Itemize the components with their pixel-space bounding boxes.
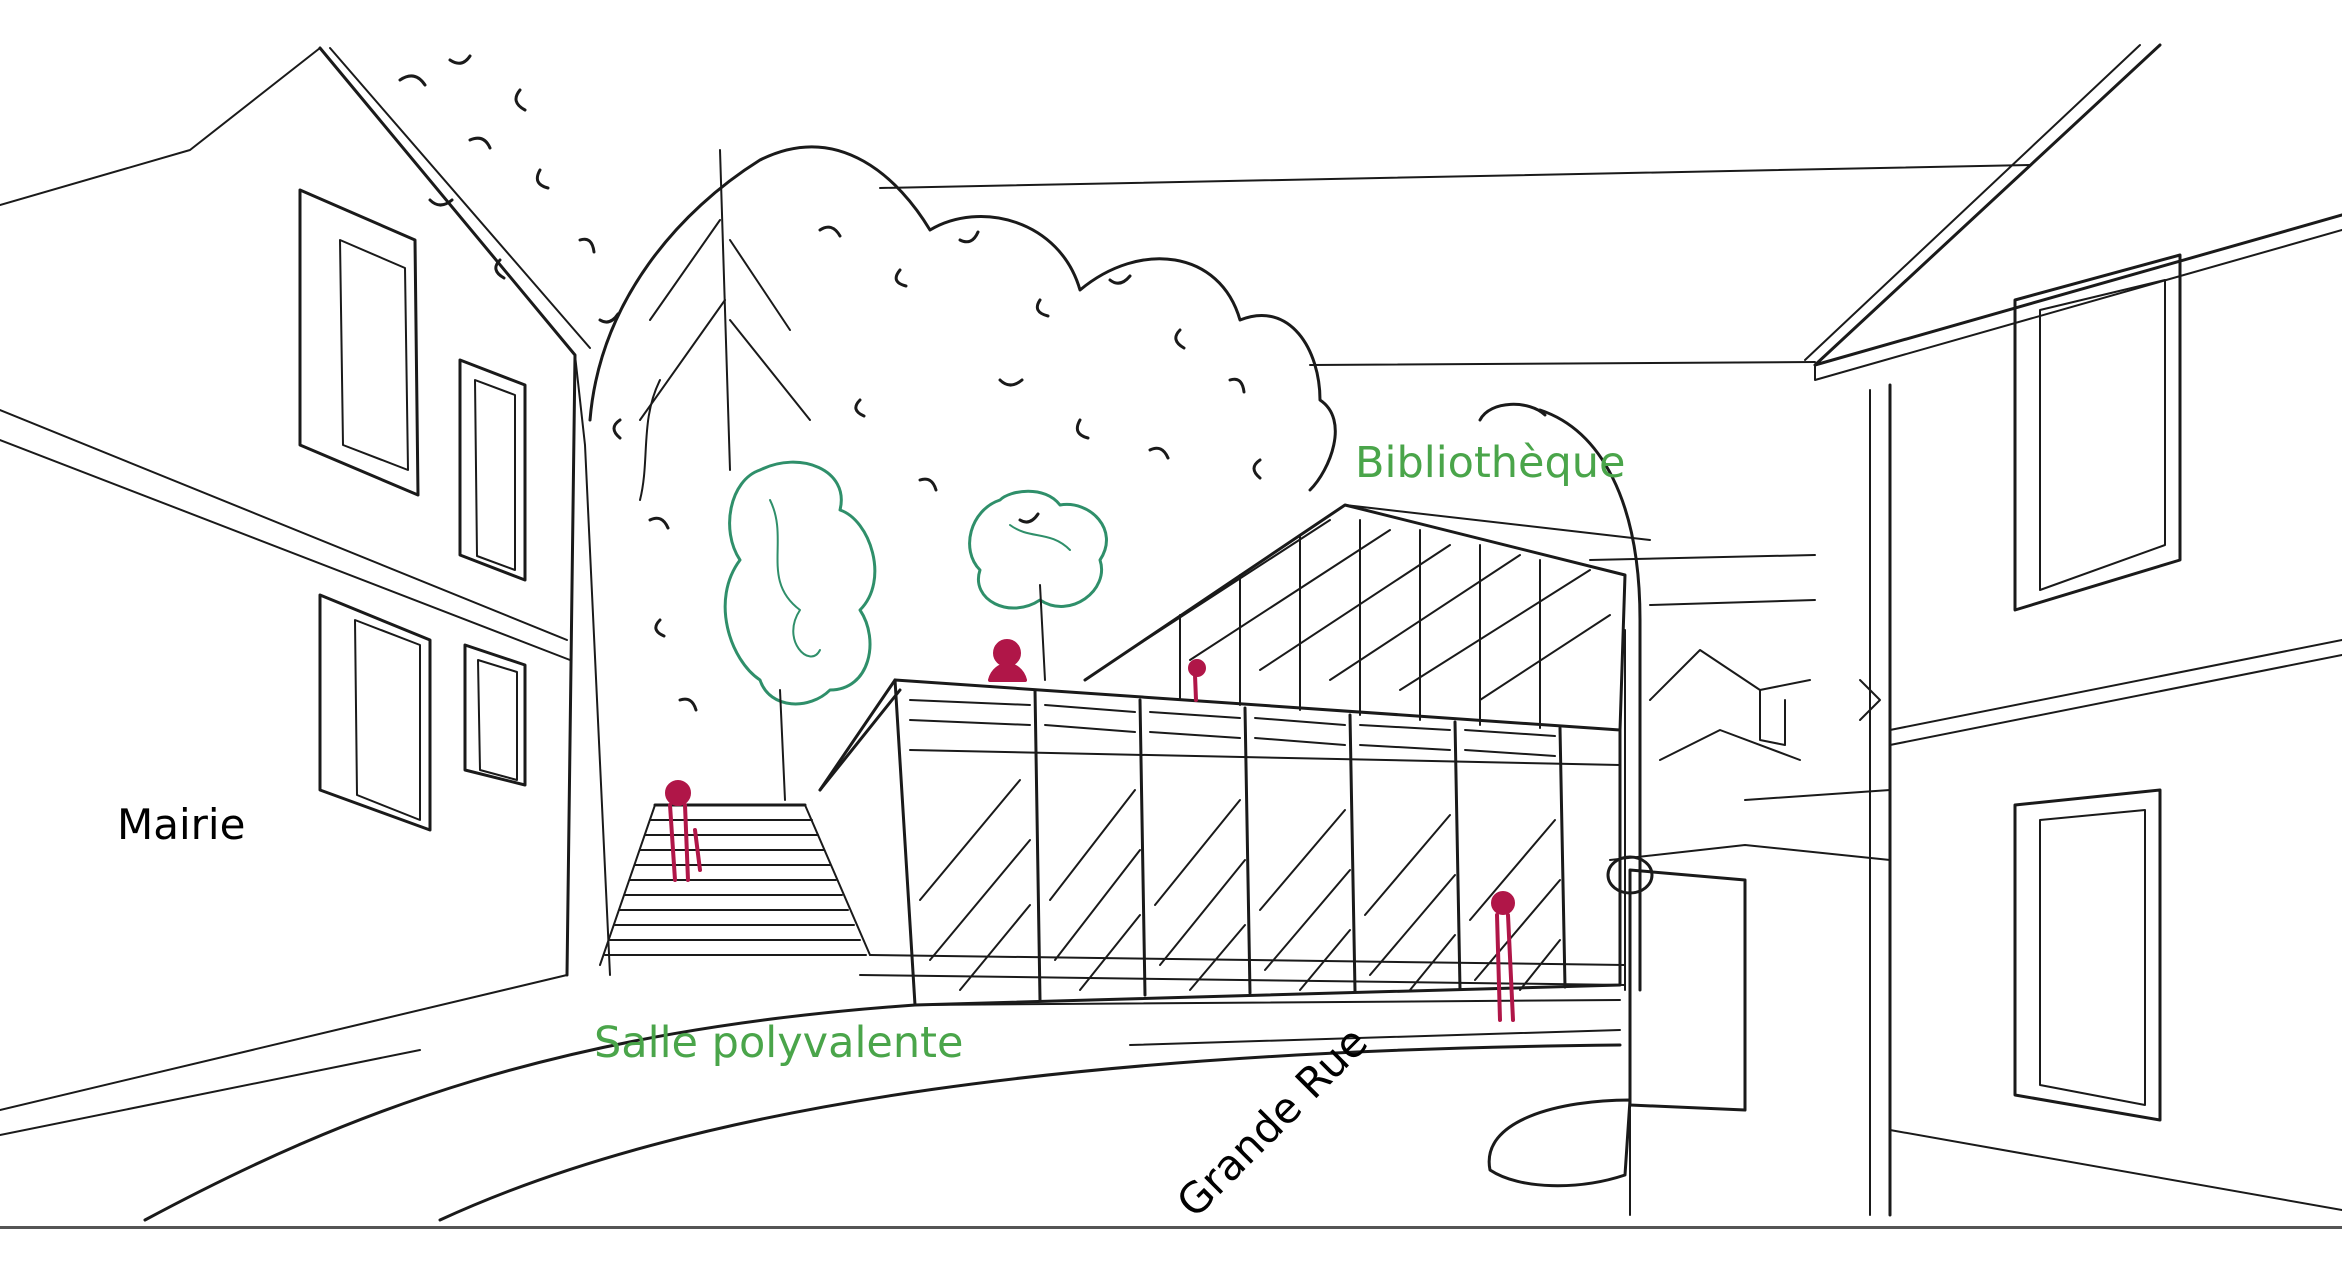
bottom-divider [0, 1226, 2342, 1229]
people-figures [665, 639, 1515, 1022]
person-figure-stairs [665, 780, 702, 882]
sky-lines [879, 164, 2031, 606]
stairs [599, 688, 902, 966]
person-figure-roof-right [1188, 659, 1206, 702]
tree-trunks [779, 584, 1046, 801]
label-bibliotheque: Bibliothèque [1355, 438, 1626, 488]
bibliotheque-building [1083, 503, 1651, 732]
mairie-building [0, 46, 611, 1136]
green-trees [723, 460, 1108, 706]
distant-roofs [1649, 649, 1881, 761]
salle-polyvalente-building [818, 678, 1626, 1007]
right-building [1804, 43, 2342, 1217]
label-salle-polyvalente: Salle polyvalente [594, 1018, 964, 1068]
street-lamp [1478, 402, 1642, 992]
mairie-windows [298, 188, 527, 832]
background-trees [398, 54, 1337, 712]
person-figure-roof-left [988, 639, 1027, 682]
person-figure-street [1491, 891, 1515, 1022]
label-mairie: Mairie [117, 800, 246, 849]
ground-lines [143, 999, 1631, 1222]
gate-wall [1487, 789, 1891, 1188]
